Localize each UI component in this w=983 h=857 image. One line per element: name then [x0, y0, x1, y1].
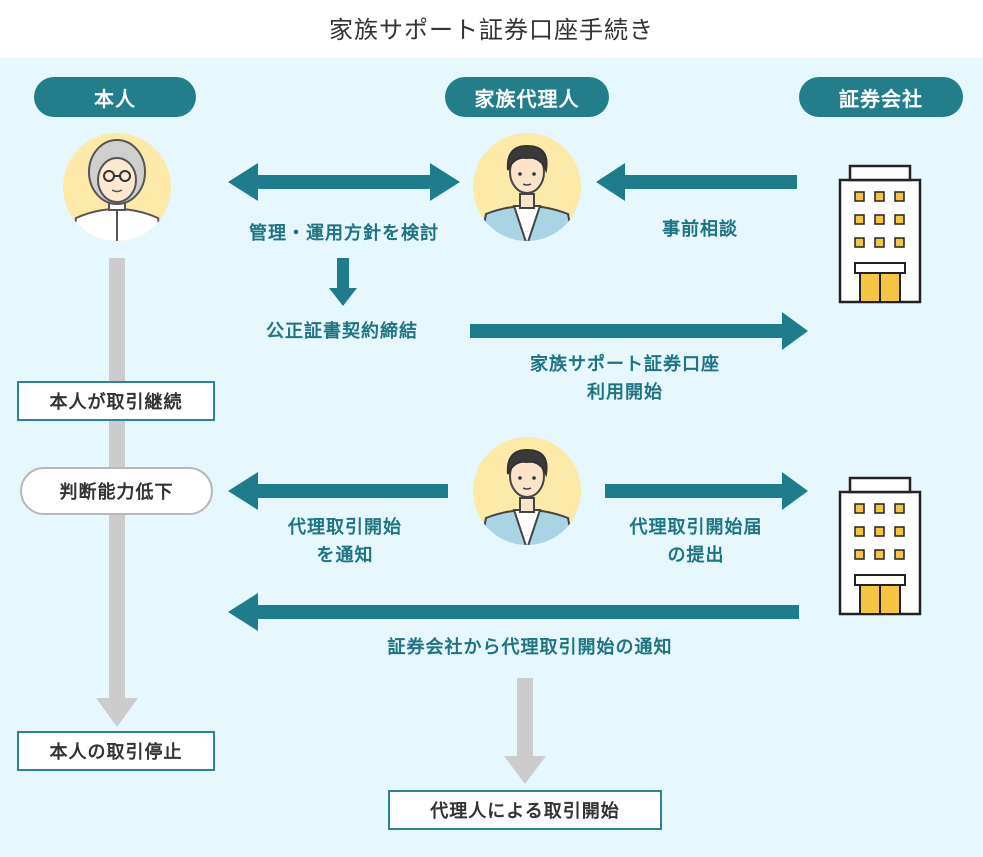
arrow-company-to-agent: [596, 163, 797, 201]
label-policy-review: 管理・運用方針を検討: [249, 223, 439, 244]
arrow-contract-to-company: [470, 312, 808, 350]
double-arrow-principal-agent: [228, 163, 460, 201]
label-submit-notice-line2: の提出: [667, 545, 725, 566]
label-prior-consult: 事前相談: [662, 219, 738, 240]
label-company-notice: 証券会社から代理取引開始の通知: [387, 637, 673, 658]
label-notify-start: 代理取引開始 を通知: [250, 514, 440, 570]
young-man-icon-top: [473, 133, 581, 241]
label-notify-start-line2: を通知: [316, 545, 374, 566]
arrow-agent-to-principal: [228, 472, 448, 510]
label-account-open: 家族サポート証券口座 利用開始: [490, 351, 760, 407]
office-building-icon-top: [838, 164, 922, 304]
elderly-person-icon: [63, 133, 171, 241]
arrow-company-to-principal: [228, 593, 799, 631]
label-notary-contract: 公正証書契約締結: [266, 321, 418, 342]
agent-start-down-arrow: [504, 678, 546, 784]
label-account-open-line1: 家族サポート証券口座: [530, 354, 720, 375]
label-notify-start-line1: 代理取引開始: [288, 517, 402, 538]
capacity-decline-box: 判断能力低下: [20, 467, 213, 515]
label-submit-notice: 代理取引開始届 の提出: [596, 514, 796, 570]
principal-stop-box: 本人の取引停止: [17, 731, 215, 771]
principal-continue-box: 本人が取引継続: [17, 381, 215, 421]
label-account-open-line2: 利用開始: [587, 382, 663, 403]
page-title: 家族サポート証券口座手続き: [329, 16, 654, 44]
agent-start-box: 代理人による取引開始: [388, 790, 662, 830]
arrow-agent-to-company: [605, 472, 808, 510]
office-building-icon-bottom: [838, 476, 922, 616]
label-submit-notice-line1: 代理取引開始届: [629, 517, 763, 538]
actor-principal: 本人: [34, 77, 196, 117]
arrow-down-small: [329, 258, 357, 306]
young-man-icon-bottom: [473, 437, 581, 545]
actor-company: 証券会社: [799, 77, 963, 117]
actor-agent: 家族代理人: [445, 77, 609, 117]
